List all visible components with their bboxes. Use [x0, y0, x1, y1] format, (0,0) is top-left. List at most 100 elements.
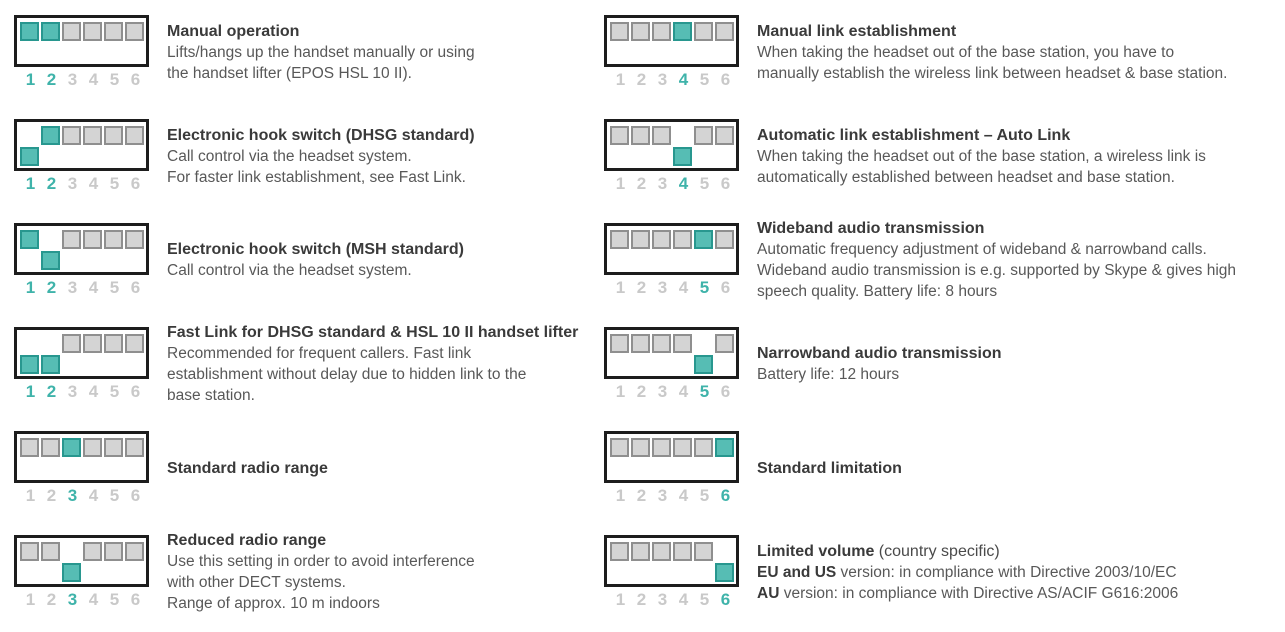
- dip-switch-6-off-up: [125, 333, 144, 353]
- pin-number: 6: [130, 69, 141, 89]
- setting-title-text: Manual operation: [167, 22, 300, 40]
- dip-switch-box: [604, 534, 739, 587]
- setting-description-line: For faster link establishment, see Fast …: [167, 167, 590, 188]
- setting-title-text: Narrowband audio transmission: [757, 345, 1002, 362]
- setting-description-line: speech quality. Battery life: 8 hours: [757, 281, 1285, 302]
- dip-switch-2-off-up: [631, 541, 650, 561]
- dip-switch-2-off-up: [631, 333, 650, 353]
- pin-number: 2: [46, 485, 57, 505]
- setting-title-text: Fast Link for DHSG standard & HSL 10 II …: [167, 324, 579, 341]
- dip-switch-1-on-up: [20, 21, 39, 41]
- pin-number: 4: [678, 173, 689, 193]
- pin-number: 2: [636, 277, 647, 297]
- description-segment: Use this setting in order to avoid inter…: [167, 553, 475, 570]
- description-segment: Lifts/hangs up the handset manually or u…: [167, 43, 475, 61]
- dip-switch-4-on-down: [673, 146, 692, 166]
- pin-number: 5: [109, 277, 120, 297]
- setting-title-suffix: (country specific): [874, 542, 1000, 560]
- pin-number: 2: [46, 589, 57, 609]
- setting-title: Fast Link for DHSG standard & HSL 10 II …: [167, 322, 590, 343]
- pin-number: 1: [25, 69, 36, 89]
- pin-number: 5: [699, 277, 710, 297]
- dip-switch-6-off-up: [715, 21, 734, 41]
- pin-number: 3: [67, 485, 78, 505]
- setting-title-text: Standard radio range: [167, 459, 328, 477]
- dip-switch-3-off-up: [652, 333, 671, 353]
- pin-number: 1: [25, 589, 36, 609]
- pin-number: 5: [699, 69, 710, 89]
- pin-number: 3: [657, 69, 668, 89]
- dip-switch-1-off-up: [610, 437, 629, 457]
- pin-number: 5: [699, 589, 710, 609]
- pin-number: 5: [699, 173, 710, 193]
- pin-number: 4: [678, 277, 689, 297]
- dip-switch-6-off-up: [125, 541, 144, 561]
- setting-description-line: When taking the headset out of the base …: [757, 146, 1285, 167]
- setting-title: Standard limitation: [757, 458, 1285, 479]
- dip-switch-2-off-up: [41, 541, 60, 561]
- pin-number: 1: [615, 381, 626, 401]
- description-segment: establishment without delay due to hidde…: [167, 366, 527, 383]
- dip-switch-1-on-down: [20, 146, 39, 166]
- dip-switch-3-off-up: [62, 333, 81, 353]
- dip-switch-3-off-up: [652, 229, 671, 249]
- pin-number: 6: [720, 173, 731, 193]
- dip-switch-4-off-up: [673, 229, 692, 249]
- dip-switch-6-on-up: [715, 437, 734, 457]
- dip-switch-4-off-up: [83, 437, 102, 457]
- pin-number: 3: [67, 69, 78, 89]
- pin-number: 5: [109, 69, 120, 89]
- setting-description-line: EU and US version: in compliance with Di…: [757, 562, 1285, 583]
- pin-number: 6: [720, 381, 731, 401]
- dip-switch-6-off-up: [715, 333, 734, 353]
- dip-switch-4-off-up: [673, 541, 692, 561]
- dip-switch-box: [14, 430, 149, 483]
- setting-description-line: AU version: in compliance with Directive…: [757, 583, 1285, 604]
- setting-description-line: automatically established between headse…: [757, 167, 1285, 188]
- dip-switch-1-off-up: [20, 437, 39, 457]
- dip-switch-box: [604, 326, 739, 379]
- dip-switch-4-off-up: [83, 333, 102, 353]
- pin-number: 6: [130, 173, 141, 193]
- description-segment: speech quality. Battery life: 8 hours: [757, 283, 998, 300]
- dip-switch-3-on-down: [62, 562, 81, 582]
- dip-switch-5-off-up: [104, 333, 123, 353]
- pin-number: 2: [636, 589, 647, 609]
- setting-title: Wideband audio transmission: [757, 218, 1285, 239]
- description-segment: EU and US: [757, 563, 837, 581]
- setting-title: Manual operation: [167, 21, 590, 42]
- dip-switch-2-off-up: [631, 437, 650, 457]
- description-segment: manually establish the wireless link bet…: [757, 64, 1228, 82]
- setting-description-line: Call control via the headset system.: [167, 146, 590, 167]
- setting-description-line: with other DECT systems.: [167, 572, 590, 593]
- pin-number: 1: [615, 485, 626, 505]
- pin-number: 4: [678, 69, 689, 89]
- dip-switch-3-off-up: [652, 125, 671, 145]
- pin-number: 1: [615, 69, 626, 89]
- dip-switch-3-off-up: [652, 541, 671, 561]
- pin-number: 2: [636, 381, 647, 401]
- setting-text: Electronic hook switch (MSH standard)Cal…: [167, 239, 590, 281]
- setting-title-text: Reduced radio range: [167, 532, 327, 549]
- dip-switch-box: [604, 14, 739, 67]
- pin-number: 2: [46, 277, 57, 297]
- pin-number: 5: [109, 589, 120, 609]
- pin-number: 3: [67, 277, 78, 297]
- setting-description-line: Call control via the headset system.: [167, 260, 590, 281]
- dip-switch-3-off-up: [62, 229, 81, 249]
- dip-switch-4-off-up: [673, 437, 692, 457]
- dip-switch-box: [604, 118, 739, 171]
